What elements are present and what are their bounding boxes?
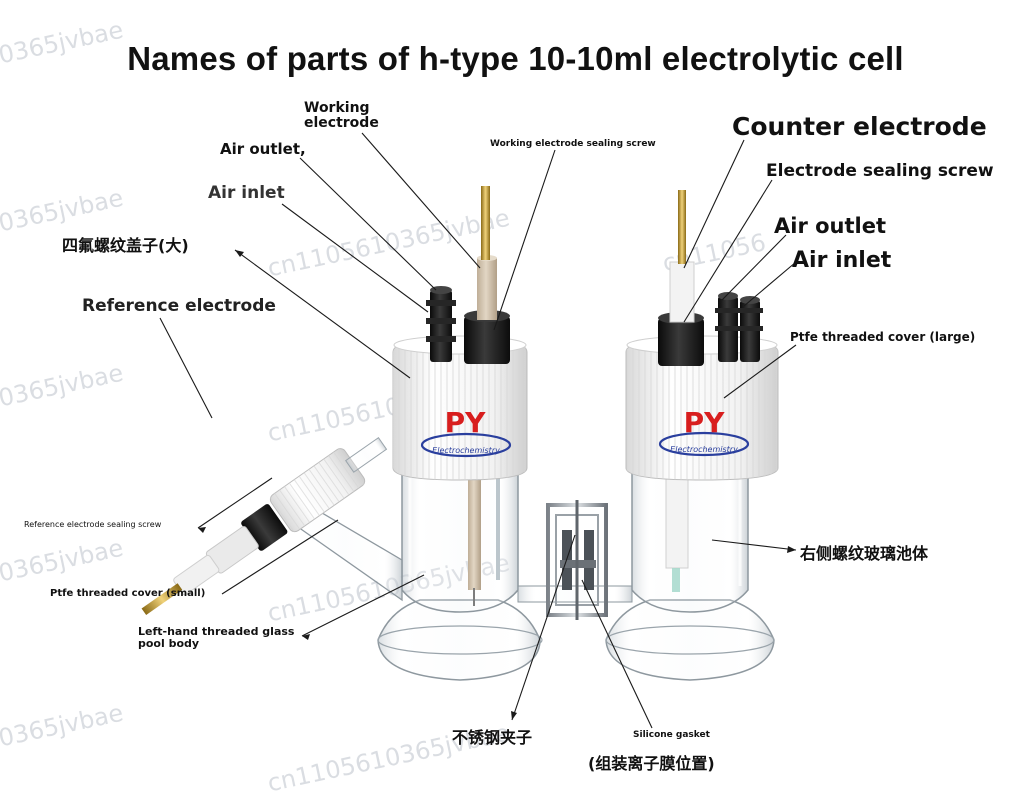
leader-lines: [159, 132, 797, 729]
label-ptfe-cap-large-cn: 四氟螺纹盖子(大): [62, 236, 189, 255]
arrow-heads: [198, 250, 796, 720]
label-air-inlet-left: Air inlet: [208, 183, 285, 203]
label-reference-electrode: Reference electrode: [82, 296, 276, 316]
right-cell: PY Electrochemistry: [605, 190, 779, 681]
stainless-clamp: [517, 500, 633, 620]
label-membrane-position-cn: (组装离子膜位置): [588, 754, 715, 773]
label-left-glass-body: Left-hand threaded glass pool body: [138, 625, 295, 650]
logo-subtext: Electrochemistry: [432, 446, 500, 455]
label-reference-electrode-sealing-screw: Reference electrode sealing screw: [24, 520, 162, 529]
label-air-outlet-right: Air outlet: [774, 214, 887, 238]
logo-text: PY: [445, 406, 487, 439]
label-working-electrode: Working electrode: [304, 100, 379, 131]
reference-electrode-assembly: [141, 437, 388, 616]
label-silicone-gasket: Silicone gasket: [633, 730, 710, 740]
label-clamp-cn: 不锈钢夹子: [452, 728, 533, 747]
label-counter-electrode: Counter electrode: [732, 112, 987, 141]
logo-subtext: Electrochemistry: [670, 445, 738, 454]
label-air-outlet-left: Air outlet,: [220, 140, 306, 158]
brand-logo: PY Electrochemistry: [420, 406, 512, 458]
label-electrode-sealing-screw: Electrode sealing screw: [766, 161, 994, 181]
label-working-electrode-sealing-screw: Working electrode sealing screw: [490, 139, 656, 149]
page-title: Names of parts of h-type 10-10ml electro…: [127, 40, 904, 77]
logo-text: PY: [684, 406, 726, 439]
brand-logo: PY Electrochemistry: [658, 406, 750, 457]
label-ptfe-threaded-cover-small: Ptfe threaded cover (small): [50, 588, 206, 599]
left-cell: PY Electrochemistry: [287, 186, 543, 681]
label-right-glass-body-cn: 右侧螺纹玻璃池体: [800, 544, 929, 563]
label-air-inlet-right: Air inlet: [792, 248, 892, 273]
label-ptfe-threaded-cover-large: Ptfe threaded cover (large): [790, 330, 976, 344]
